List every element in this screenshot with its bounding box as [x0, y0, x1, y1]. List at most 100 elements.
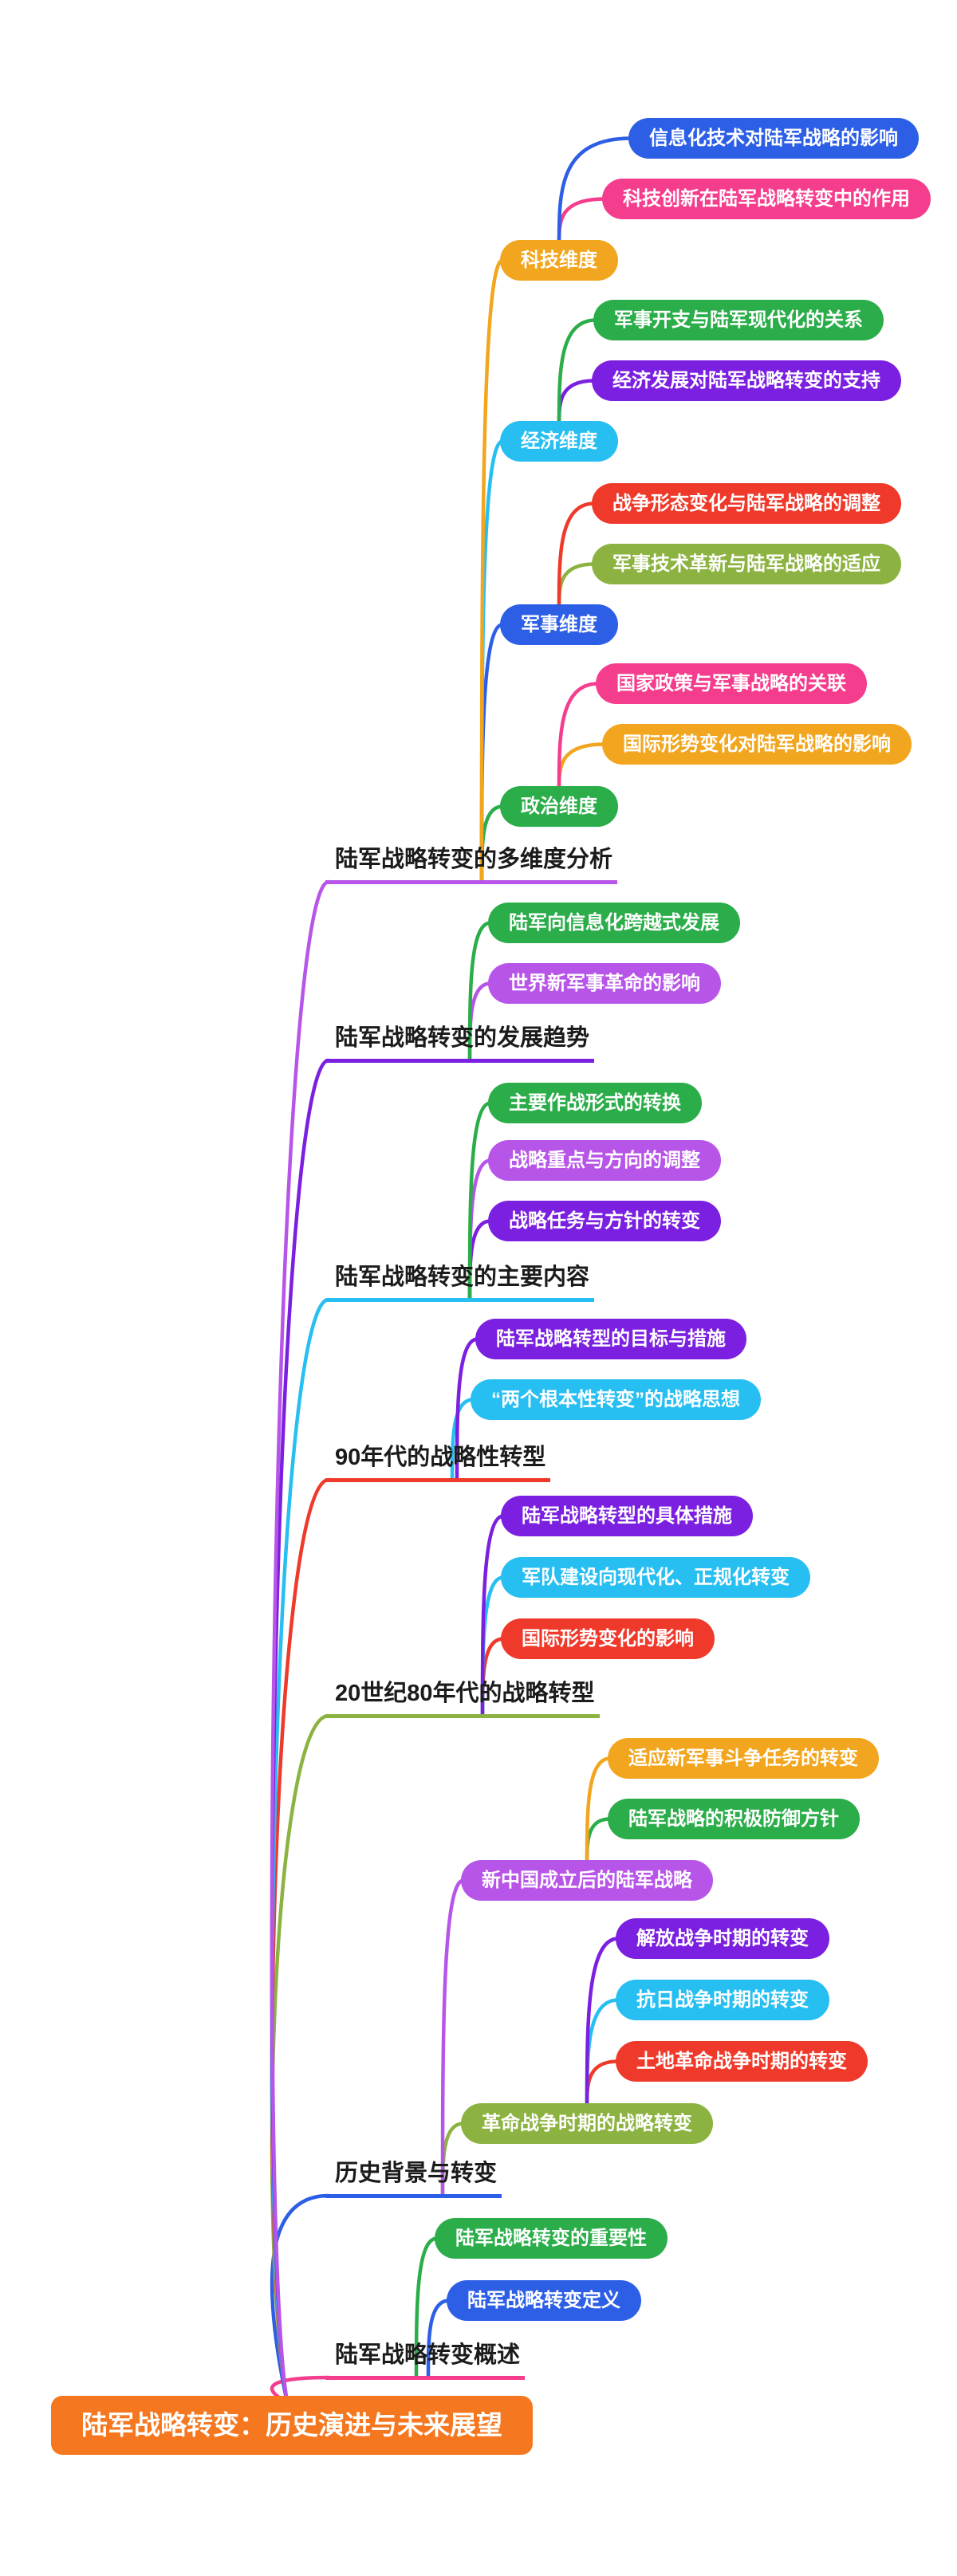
edge-multi-to-eco	[479, 439, 505, 884]
node-label-ct-form: 主要作战形式的转换	[509, 1092, 681, 1114]
node-label-eco: 经济维度	[521, 431, 597, 452]
mindmap-node-ov-def[interactable]: 陆军战略转变定义	[447, 2280, 641, 2322]
node-label-t90-goal: 陆军战略转型的目标与措施	[496, 1328, 726, 1350]
mindmap-node-tech-innov[interactable]: 科技创新在陆军战略转变中的作用	[602, 179, 931, 220]
node-label-mil-war: 战争形态变化与陆军战略的调整	[612, 493, 880, 514]
edge-mil-to-mil-war	[557, 501, 597, 611]
node-label-multi: 陆军战略转变的多维度分析	[335, 847, 613, 872]
node-label-mil: 军事维度	[521, 614, 597, 635]
mindmap-node-t80-mod[interactable]: 军队建设向现代化、正规化转变	[501, 1557, 810, 1599]
edge-pol-to-pol-intl	[557, 742, 607, 792]
edge-root-to-content	[270, 1297, 331, 2405]
node-label-t90-two: “两个根本性转变”的战略思想	[491, 1389, 740, 1410]
node-label-ct-focus: 战略重点与方向的调整	[509, 1150, 700, 1171]
mindmap-node-trend[interactable]: 陆军战略转变的发展趋势	[325, 1025, 595, 1064]
mindmap-node-tech-info[interactable]: 信息化技术对陆军战略的影响	[628, 118, 919, 159]
edge-rev-to-rev-land	[585, 2059, 620, 2110]
node-label-prc-def: 陆军战略的积极防御方针	[628, 1808, 839, 1830]
mindmap-node-eco-sup[interactable]: 经济发展对陆军战略转变的支持	[592, 360, 901, 402]
mindmap-node-prc-def[interactable]: 陆军战略的积极防御方针	[608, 1799, 860, 1840]
node-label-rev-land: 土地革命战争时期的转变	[636, 2051, 847, 2072]
mindmap-node-pol-intl[interactable]: 国际形势变化对陆军战略的影响	[602, 724, 912, 765]
edge-multi-to-tech	[479, 258, 505, 884]
mindmap-node-prc[interactable]: 新中国成立后的陆军战略	[461, 1860, 713, 1902]
mindmap-node-t80-spec[interactable]: 陆军战略转型的具体措施	[501, 1496, 753, 1537]
mindmap-node-t80-intl[interactable]: 国际形势变化的影响	[501, 1618, 715, 1660]
node-label-tech-innov: 科技创新在陆军战略转变中的作用	[623, 188, 910, 210]
mindmap-node-t90[interactable]: 90年代的战略性转型	[325, 1445, 551, 1483]
edge-multi-to-mil	[479, 623, 505, 884]
mindmap-node-overview[interactable]: 陆军战略转变概述	[325, 2342, 526, 2381]
node-label-root: 陆军战略转变：历史演进与未来展望	[81, 2410, 502, 2440]
node-label-tech-info: 信息化技术对陆军战略的影响	[649, 128, 898, 149]
mindmap-node-mil[interactable]: 军事维度	[500, 604, 618, 646]
mindmap-node-rev[interactable]: 革命战争时期的战略转变	[461, 2103, 713, 2145]
node-label-tr-rma: 世界新军事革命的影响	[509, 973, 700, 994]
mindmap-node-root[interactable]: 陆军战略转变：历史演进与未来展望	[51, 2396, 533, 2455]
edge-root-to-t80	[270, 1713, 331, 2405]
mindmap-node-multi[interactable]: 陆军战略转变的多维度分析	[325, 847, 618, 885]
node-label-tech: 科技维度	[521, 250, 597, 271]
edge-eco-to-eco-sup	[557, 379, 597, 427]
mindmap-node-rev-lib[interactable]: 解放战争时期的转变	[616, 1918, 829, 1960]
mindmap-node-mil-war[interactable]: 战争形态变化与陆军战略的调整	[592, 483, 901, 525]
mindmap-node-ct-task[interactable]: 战略任务与方针的转变	[488, 1201, 721, 1242]
edge-root-to-t90	[270, 1477, 331, 2405]
mindmap-node-ov-imp[interactable]: 陆军战略转变的重要性	[435, 2218, 668, 2259]
node-label-pol-policy: 国家政策与军事战略的关联	[616, 673, 846, 694]
mindmap-node-ct-focus[interactable]: 战略重点与方向的调整	[488, 1140, 721, 1182]
edge-root-to-multi	[270, 879, 331, 2405]
node-label-eco-sup: 经济发展对陆军战略转变的支持	[612, 370, 880, 391]
mindmap-node-history[interactable]: 历史背景与转变	[325, 2161, 502, 2199]
node-label-mil-tech: 军事技术革新与陆军战略的适应	[612, 553, 880, 575]
node-label-prc: 新中国成立后的陆军战略	[482, 1870, 692, 1891]
node-label-tr-info: 陆军向信息化跨越式发展	[509, 912, 719, 934]
mindmap-node-eco-exp[interactable]: 军事开支与陆军现代化的关系	[593, 300, 884, 341]
node-label-rev-lib: 解放战争时期的转变	[636, 1928, 809, 1949]
node-label-ov-def: 陆军战略转变定义	[467, 2290, 620, 2311]
mindmap-node-content[interactable]: 陆军战略转变的主要内容	[325, 1264, 595, 1303]
mindmap-node-mil-tech[interactable]: 军事技术革新与陆军战略的适应	[592, 544, 901, 585]
edge-tech-to-tech-innov	[557, 197, 607, 246]
node-label-content: 陆军战略转变的主要内容	[335, 1264, 590, 1290]
mindmap-node-tr-rma[interactable]: 世界新军事革命的影响	[488, 963, 721, 1005]
node-label-t80-intl: 国际形势变化的影响	[522, 1628, 694, 1650]
edge-mil-to-mil-tech	[557, 562, 597, 611]
node-label-eco-exp: 军事开支与陆军现代化的关系	[614, 309, 863, 331]
mindmap-node-t90-two[interactable]: “两个根本性转变”的战略思想	[471, 1379, 761, 1421]
node-label-pol-intl: 国际形势变化对陆军战略的影响	[623, 733, 891, 755]
mindmap-node-t90-goal[interactable]: 陆军战略转型的目标与措施	[475, 1319, 746, 1360]
node-label-pol: 政治维度	[521, 796, 597, 817]
node-label-prc-adapt: 适应新军事斗争任务的转变	[628, 1748, 858, 1769]
edge-root-to-trend	[270, 1058, 331, 2405]
edge-prc-to-prc-adapt	[585, 1756, 612, 1866]
edge-root-to-history	[270, 2193, 331, 2405]
edge-history-to-prc	[440, 1878, 466, 2198]
mindmap-node-eco[interactable]: 经济维度	[500, 421, 618, 462]
edge-pol-to-pol-policy	[557, 682, 601, 792]
node-label-overview: 陆军战略转变概述	[335, 2342, 521, 2368]
node-label-history: 历史背景与转变	[335, 2161, 498, 2186]
mindmap-node-t80[interactable]: 20世纪80年代的战略转型	[325, 1681, 600, 1719]
mindmap-node-pol-policy[interactable]: 国家政策与军事战略的关联	[596, 663, 867, 705]
node-label-t80-mod: 军队建设向现代化、正规化转变	[522, 1567, 790, 1588]
edge-rev-to-rev-anti	[585, 1998, 620, 2110]
node-label-rev-anti: 抗日战争时期的转变	[636, 1989, 809, 2011]
mindmap-node-rev-land[interactable]: 土地革命战争时期的转变	[616, 2041, 868, 2082]
node-label-rev: 革命战争时期的战略转变	[482, 2113, 692, 2134]
mindmap-node-tr-info[interactable]: 陆军向信息化跨越式发展	[488, 903, 740, 944]
mindmap-node-prc-adapt[interactable]: 适应新军事斗争任务的转变	[608, 1738, 879, 1780]
node-label-t80: 20世纪80年代的战略转型	[335, 1681, 595, 1706]
mindmap-node-ct-form[interactable]: 主要作战形式的转换	[488, 1083, 702, 1124]
node-label-trend: 陆军战略转变的发展趋势	[335, 1025, 590, 1051]
node-label-ov-imp: 陆军战略转变的重要性	[455, 2228, 647, 2249]
mindmap-node-tech[interactable]: 科技维度	[500, 240, 618, 281]
node-label-t90: 90年代的战略性转型	[335, 1445, 546, 1470]
mindmap-node-pol[interactable]: 政治维度	[500, 786, 618, 828]
mindmap-node-rev-anti[interactable]: 抗日战争时期的转变	[616, 1980, 829, 2021]
edge-rev-to-rev-lib	[585, 1937, 620, 2110]
node-label-t80-spec: 陆军战略转型的具体措施	[522, 1505, 732, 1527]
edge-prc-to-prc-def	[585, 1817, 612, 1866]
edge-eco-to-eco-exp	[557, 318, 598, 427]
